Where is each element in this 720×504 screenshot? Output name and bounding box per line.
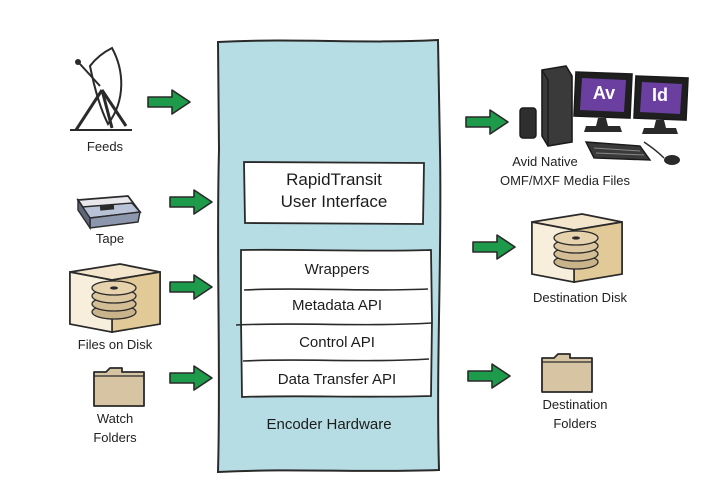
destination-disk-label: Destination Disk [533, 290, 627, 305]
folder-icon [93, 367, 145, 407]
watch-folders-label-line1: Watch [96, 411, 134, 426]
api-divider [235, 322, 433, 326]
arrow-right-icon [147, 89, 191, 115]
ui-title-line2: User Interface [280, 192, 388, 211]
api-layer-wrappers: Wrappers [304, 261, 370, 278]
api-layer-control: Control API [299, 334, 375, 351]
api-layer-data-transfer: Data Transfer API [277, 371, 397, 388]
destination-folders-label-line1: Destination [542, 397, 608, 412]
indesign-logo-right: Id [652, 85, 668, 105]
arrow-right-icon [169, 274, 213, 300]
files-on-disk-label: Files on Disk [77, 337, 153, 352]
avid-label-line2: OMF/MXF Media Files [499, 173, 630, 188]
tape-cartridge-icon [76, 195, 142, 231]
avid-label-line1: Avid Native [512, 154, 578, 169]
ui-title-line1: RapidTransit [286, 170, 382, 189]
avid-workstation-icon [519, 65, 689, 165]
hard-disk-icon [69, 263, 161, 333]
folder-icon [541, 353, 593, 393]
satellite-dish-icon [70, 46, 132, 131]
api-layer-metadata: Metadata API [291, 297, 383, 314]
arrow-right-icon [472, 234, 516, 260]
watch-folders-label-line2: Folders [93, 430, 137, 445]
encoder-hardware-label: Encoder Hardware [266, 416, 392, 433]
arrow-right-icon [465, 109, 509, 135]
arrow-right-icon [467, 363, 511, 389]
feeds-label: Feeds [86, 139, 124, 154]
avid-logo-left: Av [592, 83, 616, 103]
destination-folders-label-line2: Folders [553, 416, 597, 431]
api-divider [243, 288, 429, 291]
hard-disk-icon [531, 213, 623, 283]
api-divider [242, 358, 430, 362]
user-interface-box [243, 161, 425, 225]
arrow-right-icon [169, 365, 213, 391]
tape-label: Tape [95, 231, 125, 246]
arrow-right-icon [169, 189, 213, 215]
